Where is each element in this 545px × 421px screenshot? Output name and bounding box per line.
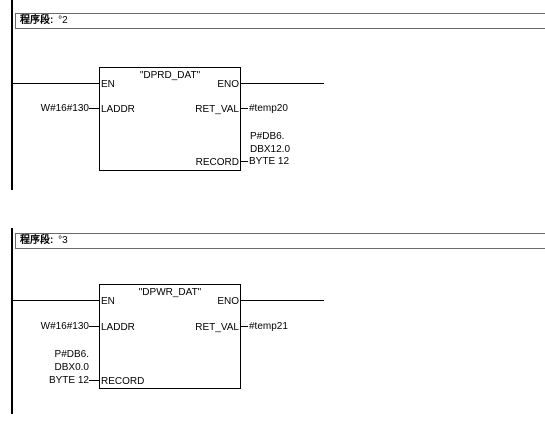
ret-val-value[interactable]: #temp20 [249, 103, 288, 114]
en-wire [13, 83, 100, 84]
laddr-value[interactable]: W#16#130 [40, 321, 89, 332]
pin-ret-val: RET_VAL [195, 104, 239, 115]
record-value-line-2[interactable]: DBX0.0 [54, 362, 89, 373]
pin-en: EN [101, 296, 115, 307]
record-value-line-1[interactable]: P#DB6. [250, 131, 285, 142]
record-value-line-3[interactable]: BYTE 12 [249, 156, 290, 167]
pin-record: RECORD [195, 157, 239, 168]
pin-eno: ENO [217, 296, 239, 307]
ret-val-wire [240, 108, 248, 109]
laddr-wire [89, 108, 100, 109]
record-value-line-1[interactable]: P#DB6. [54, 349, 89, 360]
eno-wire [240, 83, 324, 84]
en-wire [13, 300, 100, 301]
network-number: °2 [58, 15, 68, 26]
record-value-line-3[interactable]: BYTE 12 [48, 375, 89, 386]
laddr-wire [89, 326, 100, 327]
pin-record: RECORD [101, 376, 145, 387]
eno-wire [240, 300, 324, 301]
record-wire [89, 380, 100, 381]
network-title: 程序段: [20, 15, 54, 26]
power-rail [11, 0, 13, 190]
record-wire [240, 161, 248, 162]
network-number: °3 [58, 235, 68, 246]
dprd-dat-block[interactable]: "DPRD_DAT" EN LADDR ENO RET_VAL RECORD [99, 67, 241, 171]
power-rail [11, 228, 13, 414]
pin-eno: ENO [217, 79, 239, 90]
network-title: 程序段: [20, 235, 54, 246]
laddr-value[interactable]: W#16#130 [40, 103, 89, 114]
pin-laddr: LADDR [101, 104, 135, 115]
network-3-header[interactable]: 程序段: °3 [15, 233, 545, 249]
record-value-line-2[interactable]: DBX12.0 [250, 144, 291, 155]
ret-val-value[interactable]: #temp21 [249, 321, 288, 332]
pin-laddr: LADDR [101, 322, 135, 333]
dpwr-dat-block[interactable]: "DPWR_DAT" EN LADDR RECORD ENO RET_VAL [99, 284, 241, 389]
block-name: "DPRD_DAT" [139, 70, 201, 81]
block-name: "DPWR_DAT" [138, 287, 202, 298]
pin-en: EN [101, 79, 115, 90]
pin-ret-val: RET_VAL [195, 322, 239, 333]
ret-val-wire [240, 326, 248, 327]
network-2-header[interactable]: 程序段: °2 [15, 13, 545, 29]
